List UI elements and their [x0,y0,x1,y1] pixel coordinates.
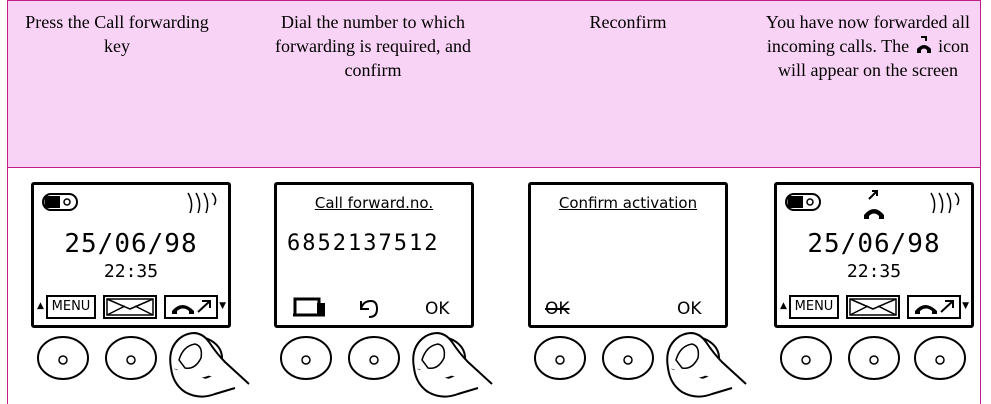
lcd-date: 25/06/98 [807,229,941,259]
scroll-left-icon: ▲ [37,301,44,311]
return-icon[interactable] [357,297,381,321]
lcd-screen-1: 25/06/98 22:35 ▲ MENU ▼ [31,182,231,328]
menu-softkey[interactable]: MENU [46,295,96,319]
keypad-button-icon[interactable] [278,334,334,382]
keypad-button-icon[interactable] [346,334,402,382]
lcd-time: 22:35 [103,261,159,282]
phonebook-icon[interactable] [293,297,327,319]
phone-step-3: Confirm activation OK OK [528,182,747,404]
battery-icon [785,193,821,211]
ok-softkey[interactable]: OK [677,299,702,319]
envelope-icon[interactable] [846,295,900,319]
step-3-text: Reconfirm [589,12,667,32]
lcd-screen-3: Confirm activation OK OK [528,182,728,328]
battery-icon [42,193,78,211]
instruction-header [8,1,980,168]
lcd-number: 6852137512 [287,231,440,256]
lcd-title: Confirm activation [558,194,698,212]
step-2-text: Dial the number to which forwarding is r… [275,12,471,80]
lcd-date: 25/06/98 [64,229,198,259]
keypad-row-4 [774,334,974,404]
keypad-button-icon[interactable] [846,334,902,382]
forward-active-icon [914,35,934,55]
step-4-text-before: You have now forwarded all incoming call… [765,12,971,56]
scroll-right-icon: ▼ [962,301,969,311]
keypad-button-icon[interactable] [912,334,968,382]
cancel-softkey[interactable]: OK [545,299,570,319]
step-1-text: Press the Call forwarding key [25,12,209,56]
scroll-right-icon: ▼ [219,301,226,311]
keypad-button-icon[interactable] [35,334,91,382]
pressing-finger-icon [169,332,250,398]
call-forward-icon[interactable] [907,295,961,319]
keypad-row-2 [274,332,493,404]
keypad-button-icon[interactable] [532,334,588,382]
call-forward-icon[interactable] [164,295,218,319]
step-4-text-after: icon will appear on the screen [778,36,970,80]
scroll-left-icon: ▲ [780,301,787,311]
keypad-row-1 [31,332,250,404]
signal-icon [187,192,217,214]
keypad-button-icon[interactable] [103,334,159,382]
forward-active-icon [864,190,884,219]
lcd-title: Call forward.no. [314,194,434,212]
lcd-time: 22:35 [846,261,902,282]
pressing-finger-icon [412,332,493,398]
keypad-button-icon[interactable] [600,334,656,382]
keypad-row-3 [528,332,747,404]
keypad-button-icon[interactable] [778,334,834,382]
envelope-icon[interactable] [103,295,157,319]
phone-step-4: 25/06/98 22:35 ▲ MENU ▼ [774,182,974,404]
ok-softkey[interactable]: OK [425,299,450,319]
pressing-finger-icon [666,332,747,398]
step-4-text: You have now forwarded all incoming call… [758,10,978,82]
signal-icon [930,192,960,214]
instruction-frame [7,0,981,404]
lcd-screen-2: Call forward.no. 6852137512 OK [274,182,474,328]
phone-step-1: 25/06/98 22:35 ▲ MENU ▼ [31,182,250,404]
phone-step-2: Call forward.no. 6852137512 OK [274,182,493,404]
lcd-screen-4: 25/06/98 22:35 ▲ MENU ▼ [774,182,974,328]
menu-softkey[interactable]: MENU [789,295,839,319]
